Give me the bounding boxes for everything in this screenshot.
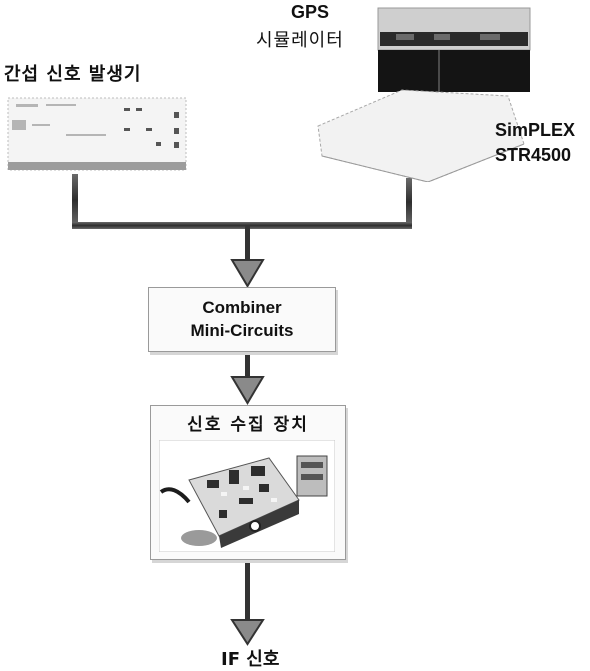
combiner-box: Combiner Mini-Circuits [148,287,336,352]
arrow-to-output [232,620,263,644]
combiner-label-line2: Mini-Circuits [149,321,335,341]
line-to-collector [245,352,250,380]
simplex-label-line2: STR4500 [495,145,571,166]
line-to-combiner [245,226,250,262]
signal-collector-box: 신호 수집 장치 [150,405,346,560]
arrow-to-combiner [232,260,263,286]
combiner-label-line1: Combiner [149,298,335,318]
arrow-to-collector [232,377,263,403]
signal-collector-photo [159,440,335,552]
feed-bus [72,222,412,229]
signal-collector-title: 신호 수집 장치 [151,410,345,435]
simplex-label-line1: SimPLEX [495,120,575,141]
interference-generator-label: 간섭 신호 발생기 [4,64,141,86]
if-signal-output-label: IF 신호 [221,645,279,671]
feed-line-gps [406,178,412,226]
feed-line-interference [72,174,78,226]
interference-generator-device [6,94,190,176]
line-to-output [245,560,250,624]
